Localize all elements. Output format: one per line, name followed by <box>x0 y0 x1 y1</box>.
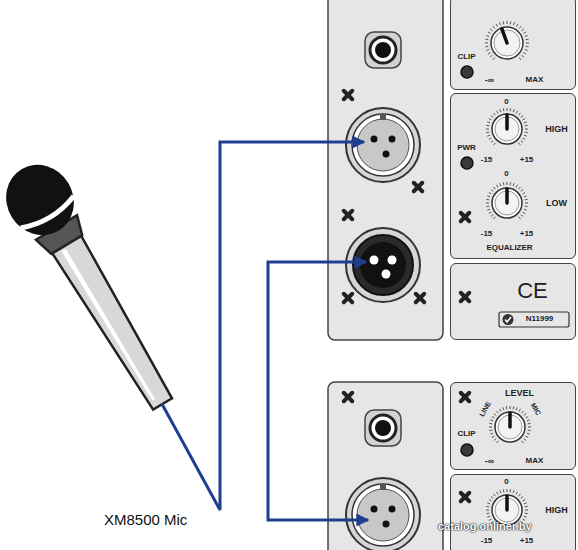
led <box>461 66 473 78</box>
control-panel: LEVEL LINE MIC CLIP -∞ MAX <box>450 382 576 470</box>
panel-label: +15 <box>520 156 534 164</box>
panel-label: MAX <box>526 457 544 465</box>
microphone <box>0 152 191 421</box>
panel-label: 0 <box>504 478 508 486</box>
panel-label: HIGH <box>545 124 568 133</box>
panel-label: -15 <box>481 156 493 164</box>
screw <box>340 87 357 104</box>
input-panel <box>328 0 443 340</box>
screw <box>410 179 427 196</box>
control-panel: CLIP -∞ MAX <box>450 0 576 90</box>
screw <box>340 290 357 307</box>
control-panel: PWR0HIGH-15+150LOW-15+15EQUALIZER <box>450 93 576 259</box>
led <box>461 444 473 456</box>
panel-label: -∞ <box>485 456 494 465</box>
panel-label: CLIP <box>457 53 475 61</box>
control-panel: CE N11999 <box>450 263 576 340</box>
panel-label: MAX <box>526 76 544 84</box>
device-name: XM8500 Mic <box>104 512 187 527</box>
screw <box>412 290 429 307</box>
panel-label: +15 <box>520 230 534 238</box>
panel-label: -15 <box>481 230 493 238</box>
xlr-female-socket <box>346 108 420 182</box>
panel-label: MIC <box>529 401 541 416</box>
screw <box>457 489 474 506</box>
panel-label: PWR <box>457 144 476 152</box>
screw <box>457 389 474 406</box>
panel-label: CLIP <box>457 430 475 438</box>
panel-label: +15 <box>520 537 534 545</box>
panel-label: N11999 <box>526 315 554 323</box>
panel-ground <box>450 382 576 470</box>
cable-wire <box>268 262 366 392</box>
panel-label: HIGH <box>545 505 568 514</box>
control-panel: 0HIGH -15 +15 <box>450 474 576 550</box>
check-mark <box>503 314 514 325</box>
screw <box>457 209 474 226</box>
panel-label: EQUALIZER <box>486 244 532 252</box>
jack-socket <box>365 410 401 446</box>
xlr-male-socket <box>346 228 420 302</box>
panel-label: -∞ <box>485 75 494 84</box>
panel-ground <box>450 0 576 90</box>
led <box>461 157 473 169</box>
cable-wire <box>162 142 364 510</box>
rotary-knob <box>486 182 528 219</box>
panel-label: LINE <box>477 400 491 417</box>
rotary-knob <box>489 406 531 443</box>
panel-label: LEVEL <box>505 388 534 397</box>
screw <box>340 207 357 224</box>
panel-label: 0 <box>504 98 508 106</box>
panel-label: CE <box>517 280 548 302</box>
cert-box <box>499 312 569 327</box>
jack-socket <box>365 32 401 68</box>
screw <box>457 289 474 306</box>
panel-ground <box>450 263 576 340</box>
input-panel <box>328 382 443 550</box>
panel-ground <box>450 474 576 550</box>
panel-label: -15 <box>481 537 493 545</box>
panel-label: LOW <box>546 198 567 207</box>
xlr-female-socket <box>346 478 420 550</box>
rotary-knob <box>486 108 528 145</box>
watermark: catalog.onliner.by <box>438 521 532 532</box>
panel-label: 0 <box>504 170 508 178</box>
panel-ground <box>450 93 576 259</box>
rotary-knob <box>485 21 529 60</box>
cable-wire <box>268 392 368 520</box>
screw <box>340 389 357 406</box>
